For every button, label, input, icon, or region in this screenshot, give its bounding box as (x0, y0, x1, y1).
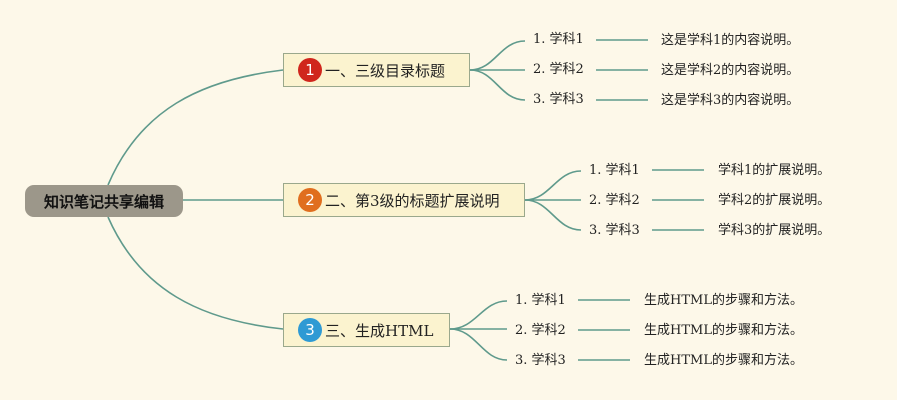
topic-node-3[interactable]: 3 三、生成HTML (283, 313, 450, 347)
subtopic-1-3[interactable]: 3. 学科3 (533, 92, 584, 107)
link-topic-1-sub-1 (469, 40, 526, 71)
description-1-2[interactable]: 这是学科2的内容说明。 (661, 63, 800, 78)
number-badge-icon: 1 (298, 58, 322, 82)
subtopic-2-1[interactable]: 1. 学科1 (589, 163, 640, 178)
link-topic-1-sub-3 (469, 69, 526, 101)
description-1-1[interactable]: 这是学科1的内容说明。 (661, 33, 800, 48)
subtopic-1-2[interactable]: 2. 学科2 (533, 62, 584, 77)
subtopic-3-1[interactable]: 1. 学科1 (515, 293, 566, 308)
subtopic-3-2[interactable]: 2. 学科2 (515, 323, 566, 338)
description-1-3[interactable]: 这是学科3的内容说明。 (661, 93, 800, 108)
topic-node-2[interactable]: 2 二、第3级的标题扩展说明 (283, 183, 525, 217)
description-2-3[interactable]: 学科3的扩展说明。 (718, 223, 831, 238)
root-node[interactable]: 知识笔记共享编辑 (25, 185, 183, 217)
link-root-topic-1 (107, 69, 284, 186)
link-topic-3-sub-1 (449, 300, 508, 330)
number-badge-icon: 2 (298, 188, 322, 212)
topic-label: 三、生成HTML (325, 321, 434, 340)
topic-label: 一、三级目录标题 (325, 61, 446, 80)
link-root-topic-3 (107, 216, 284, 330)
root-label: 知识笔记共享编辑 (43, 192, 164, 211)
topic-node-1[interactable]: 1 一、三级目录标题 (283, 53, 470, 87)
link-topic-2-sub-1 (524, 170, 582, 201)
description-2-1[interactable]: 学科1的扩展说明。 (718, 163, 831, 178)
subtopic-3-3[interactable]: 3. 学科3 (515, 353, 566, 368)
number-badge-icon: 3 (298, 318, 322, 342)
link-topic-3-sub-3 (449, 328, 508, 361)
subtopic-2-3[interactable]: 3. 学科3 (589, 223, 640, 238)
topic-label: 二、第3级的标题扩展说明 (325, 191, 500, 210)
subtopic-2-2[interactable]: 2. 学科2 (589, 193, 640, 208)
subtopic-1-1[interactable]: 1. 学科1 (533, 32, 584, 47)
description-3-2[interactable]: 生成HTML的步骤和方法。 (644, 323, 803, 338)
description-3-1[interactable]: 生成HTML的步骤和方法。 (644, 293, 803, 308)
description-3-3[interactable]: 生成HTML的步骤和方法。 (644, 353, 803, 368)
link-topic-2-sub-3 (524, 199, 582, 231)
description-2-2[interactable]: 学科2的扩展说明。 (718, 193, 831, 208)
